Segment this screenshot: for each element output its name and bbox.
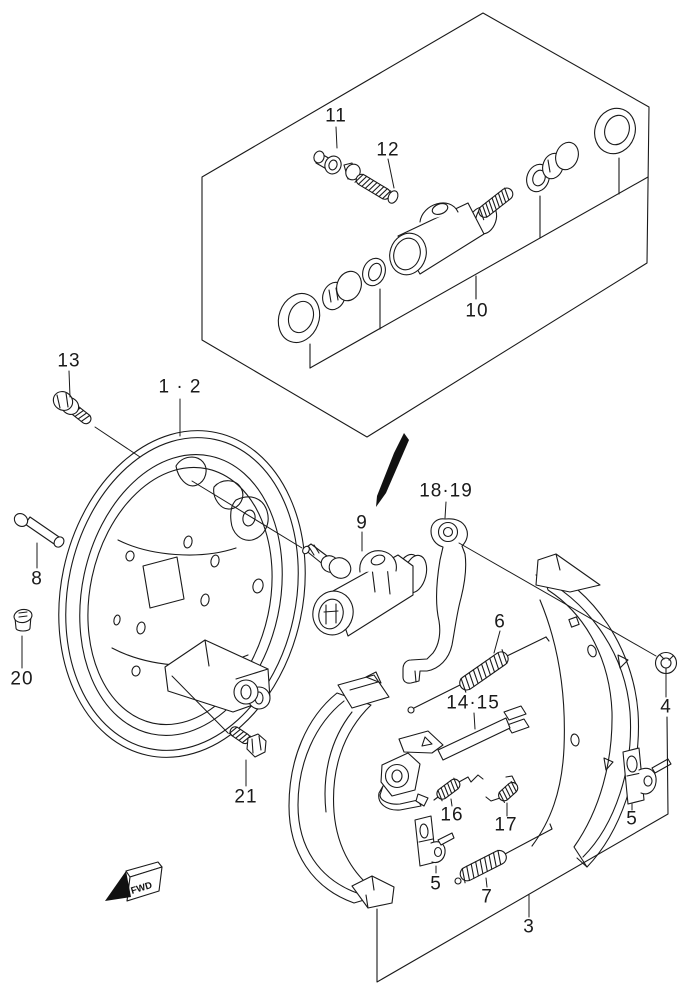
part-label-9: 9 [356,512,368,534]
part-label-20: 20 [10,668,34,690]
part-label-10: 10 [465,300,489,322]
kit-spring [478,187,514,221]
kit-bracket-lines [309,157,649,369]
insertion-arrow-wedge [376,433,409,507]
bleeder-cap-11 [313,150,342,175]
bolt-21 [228,726,267,758]
part-label-13: 13 [57,350,81,372]
part-label-8: 8 [31,568,43,590]
part-label-11: 11 [325,105,347,127]
return-spring-7 [454,823,553,885]
part-label-7: 7 [481,886,493,908]
adjuster-strut-14-15 [378,705,530,811]
spring-17 [485,775,519,803]
parking-brake-lever-18-19 [402,518,468,684]
return-spring-6 [407,636,550,714]
adjuster-spring-16 [433,774,484,802]
brake-shoe-right [531,553,640,868]
part-label-5-right: 5 [626,808,638,830]
part-label-1-2: 1 · 2 [158,376,202,398]
part-label-5-left: 5 [430,873,442,895]
kit-cup-seal-left [362,257,386,287]
bolt-13 [52,391,92,425]
wheel-cylinder-9 [302,543,428,637]
part-label-16: 16 [440,804,464,826]
kit-piston-right [542,141,579,180]
hold-down-clip-5-right [622,747,672,805]
leader-lines [21,126,667,918]
part-label-14-15: 14·15 [446,692,500,714]
part-label-21: 21 [234,786,258,808]
brake-shoe-left [288,671,395,909]
hold-down-clip-5-left [414,815,455,867]
kit-boot-right [594,107,636,155]
plug-cap-20 [13,608,33,632]
part-label-18-19: 18·19 [419,480,473,502]
part-label-4: 4 [660,696,672,718]
bleeder-screw-12 [343,162,399,204]
hold-down-pin-8 [13,513,65,548]
shoe-kit-bracket-3 [376,716,669,983]
part-label-17: 17 [494,814,518,836]
kit-boundary-box [201,12,650,438]
fwd-direction-arrow: FWD [105,861,163,902]
kit-boot-left [277,292,321,344]
part-label-3: 3 [523,916,535,938]
kit-piston-left [322,270,362,311]
part-label-12: 12 [376,139,400,161]
e-ring-4 [654,651,678,675]
part-label-6: 6 [494,611,506,633]
